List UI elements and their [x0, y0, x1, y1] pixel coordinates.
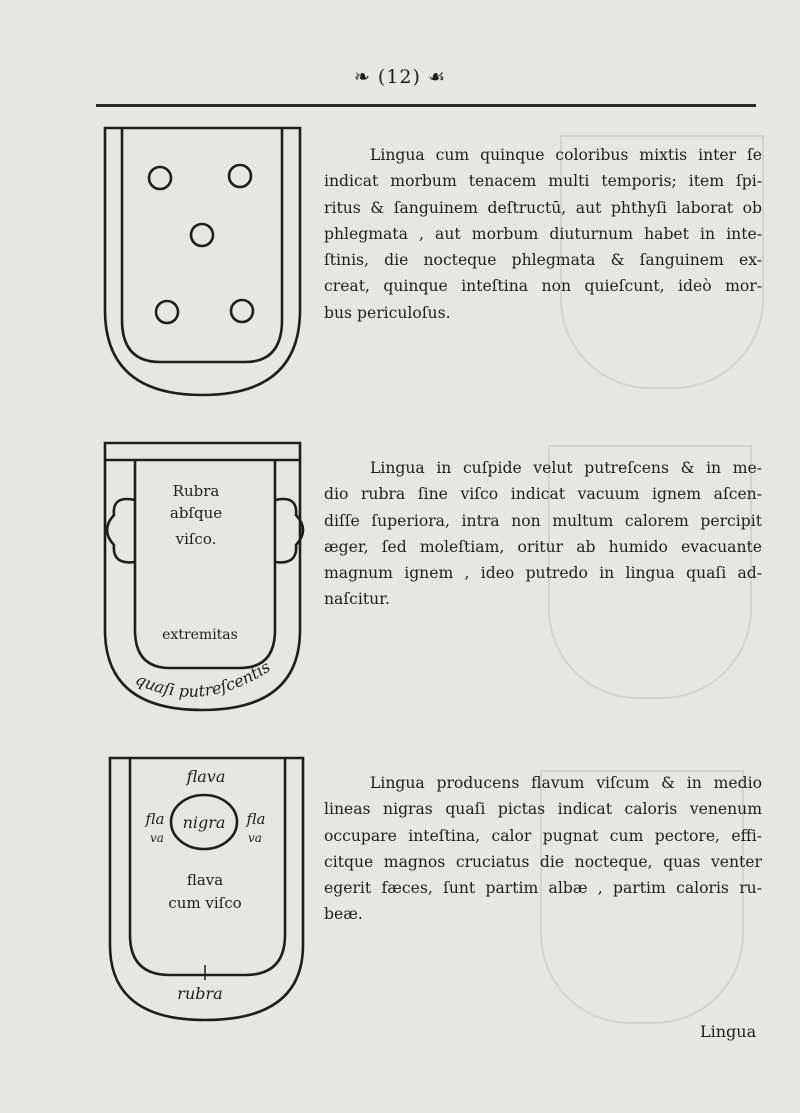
label-nigra: nigra: [183, 813, 226, 832]
tongue-diagram-1: [103, 126, 302, 397]
text-line: diſſe ſuperiora, intra non multum calore…: [324, 511, 762, 530]
svg-text:quaſi putreſcentis: quaſi putreſcentis: [133, 657, 274, 701]
text-line: egerit fæces, ſunt partim albæ , partim …: [324, 879, 762, 898]
spot-circle: [227, 163, 253, 189]
label-visco: viſco.: [175, 530, 217, 548]
bleed-through-shape: [560, 135, 764, 389]
text-line: indicat morbum tenacem multi temporis; i…: [324, 172, 762, 191]
text-line: Lingua producens flavum viſcum & in medi…: [370, 774, 762, 792]
label-flava-top: flava: [186, 767, 226, 786]
spot-circle: [189, 222, 215, 248]
text-line: occupare inteſtina, calor pugnat cum pec…: [324, 826, 762, 845]
text-line: Lingua cum quinque coloribus mixtis inte…: [370, 146, 762, 164]
spot-circle: [147, 165, 173, 191]
text-line: lineas nigras quaſi pictas indicat calor…: [324, 800, 762, 819]
label-va-right: va: [248, 831, 262, 845]
text-line: magnum ignem , ideo putredo in lingua qu…: [324, 564, 762, 583]
label-flava-mid: flava: [187, 871, 223, 889]
text-line: citque magnos cruciatus die nocteque, qu…: [324, 852, 762, 871]
paragraph-3: Lingua producens flavum viſcum & in medi…: [324, 770, 762, 928]
catchword: Lingua: [700, 1022, 757, 1041]
text-line: bus periculoſus.: [324, 303, 451, 322]
label-fla-right: fla: [246, 810, 266, 828]
text-line: ſtinis, die nocteque phlegmata & ſanguin…: [324, 251, 762, 270]
text-line: æger, ſed moleſtiam, oritur ab humido ev…: [324, 537, 762, 556]
text-line: Lingua in cuſpide velut putreſcens & in …: [370, 459, 762, 477]
text-line: ritus & ſanguinem deſtructū, aut phthyſi…: [324, 198, 762, 217]
label-va-left: va: [150, 831, 164, 845]
paragraph-1: Lingua cum quinque coloribus mixtis inte…: [324, 142, 762, 326]
text-line: naſcitur.: [324, 590, 390, 609]
label-rubra-bottom: rubra: [177, 984, 222, 1003]
tongue-diagram-2: [103, 441, 305, 712]
page-header: ❧ (12) ☙: [0, 66, 800, 88]
text-line: creat, quinque inteſtina non quieſcunt, …: [324, 277, 762, 296]
ornament-right-icon: ☙: [427, 66, 447, 88]
center-ellipse: [169, 793, 239, 851]
label-quasi-putrescentis: quaſi putreſcentis: [133, 657, 274, 701]
spot-circle: [154, 299, 180, 325]
tongue-diagram-3: [108, 756, 305, 1022]
header-rule: [96, 104, 756, 107]
label-cum-visco: cum viſco: [168, 894, 241, 912]
label-extremitas: extremitas: [162, 627, 238, 643]
text-line: phlegmata , aut morbum diuturnum habet i…: [324, 224, 762, 243]
bleed-through-shape: [548, 445, 752, 699]
bleed-through-shape: [540, 770, 744, 1024]
label-rubra: Rubra: [173, 482, 220, 500]
ornament-left-icon: ❧: [353, 66, 371, 88]
paragraph-2: Lingua in cuſpide velut putreſcens & in …: [324, 455, 762, 613]
label-fla-left: fla: [145, 810, 165, 828]
text-line: dio rubra ſine viſco indicat vacuum igne…: [324, 485, 762, 504]
spot-circle: [229, 298, 255, 324]
label-absque: abſque: [170, 504, 222, 522]
text-line: beæ.: [324, 905, 363, 924]
page-number: (12): [377, 66, 421, 88]
